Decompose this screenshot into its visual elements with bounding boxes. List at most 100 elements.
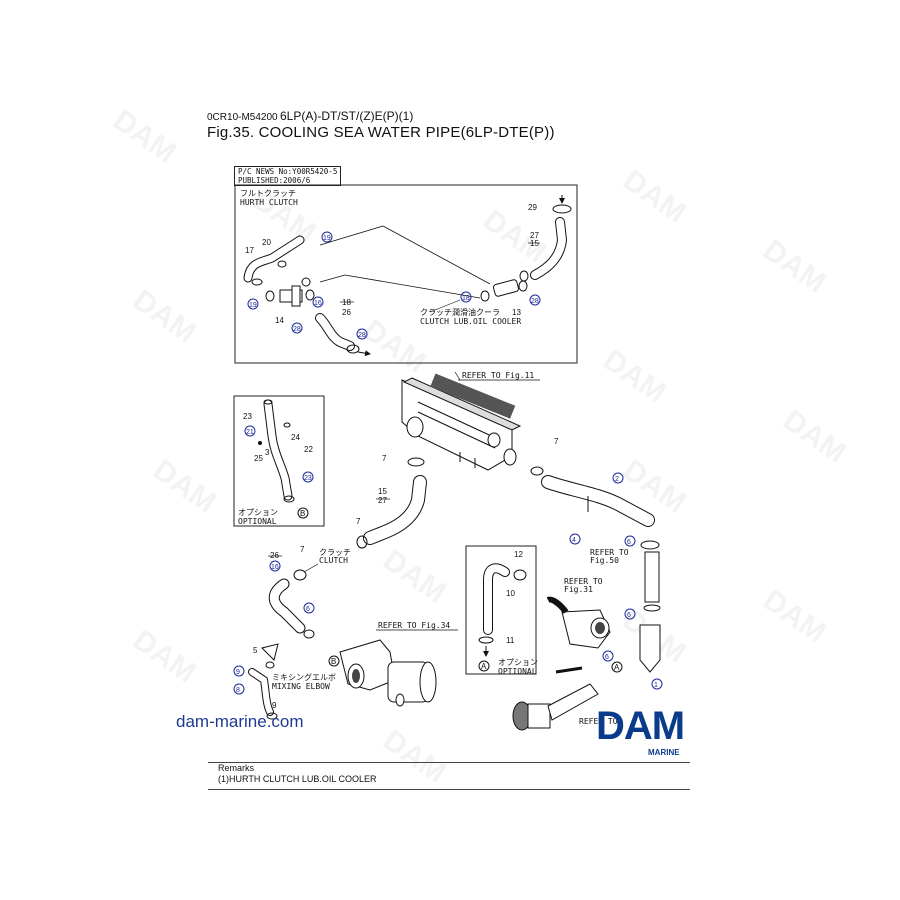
optional-en-label-right: OPTIONAL <box>498 667 537 676</box>
circled-28-c: 28 <box>529 294 541 306</box>
svg-text:6: 6 <box>605 654 609 661</box>
dam-logo-sub: MARINE <box>648 748 680 757</box>
part-3: 3 <box>265 448 270 457</box>
news-number: P/C NEWS No:Y00R5420-5 <box>238 167 338 176</box>
refer-fig50-b: Fig.50 <box>590 556 619 565</box>
svg-text:23: 23 <box>304 475 312 482</box>
circled-21: 21 <box>244 425 256 437</box>
circled-23: 23 <box>302 471 314 483</box>
svg-text:B: B <box>300 509 305 518</box>
clutch-en-label: CLUTCH <box>319 556 348 565</box>
refer-fig31-a: REFER TO <box>564 577 603 586</box>
remarks-line: (1)HURTH CLUTCH LUB.OIL COOLER <box>218 774 377 784</box>
part-25: 25 <box>254 454 263 463</box>
news-published: PUBLISHED:2006/6 <box>238 176 311 185</box>
circled-8: 8 <box>233 683 245 695</box>
part-7-d: 7 <box>300 545 305 554</box>
svg-text:B: B <box>331 657 336 666</box>
part-11: 11 <box>506 636 515 645</box>
part-26-main: 26 <box>270 551 279 560</box>
svg-text:4: 4 <box>572 537 576 544</box>
circled-6-c: 6 <box>602 650 614 662</box>
circled-28-a: 28 <box>291 322 303 334</box>
part-14: 14 <box>275 316 284 325</box>
hurth-jp-label: フルトクラッチ <box>240 189 296 198</box>
part-27-main: 27 <box>378 496 387 505</box>
circled-9: 9 <box>233 665 245 677</box>
svg-text:A: A <box>614 663 620 672</box>
hurth-en-label: HURTH CLUTCH <box>240 198 298 207</box>
cooler-jp-label: クラッチ潤滑油クーラ <box>420 307 500 317</box>
circled-4: 4 <box>569 533 581 545</box>
part-5: 5 <box>253 646 258 655</box>
cooler-en-label: CLUTCH LUB.OIL COOLER <box>420 317 521 326</box>
seawater-strainer <box>512 666 599 731</box>
svg-text:16: 16 <box>314 300 322 307</box>
part-26-top: 26 <box>342 308 351 317</box>
svg-text:2: 2 <box>615 476 619 483</box>
part-18-top: 18 <box>342 298 351 307</box>
hurth-clutch-panel <box>234 184 578 364</box>
circled-1: 1 <box>651 678 663 690</box>
part-13: 13 <box>512 308 521 317</box>
circled-2: 2 <box>612 472 624 484</box>
refer-bottom: REFER TO <box>579 717 618 726</box>
circled-18: 18 <box>460 291 472 303</box>
circled-16-top: 16 <box>312 296 324 308</box>
part-15-top: 15 <box>530 239 539 248</box>
marker-b-opt: B <box>297 507 309 519</box>
optional-jp-label-left: オプション <box>238 508 278 517</box>
part-9: 9 <box>272 701 277 710</box>
remarks-title: Remarks <box>218 763 255 773</box>
fitting-5 <box>261 643 279 661</box>
circled-6-a: 6 <box>624 535 636 547</box>
remarks-bottom-rule <box>208 789 690 790</box>
circled-6-d: 6 <box>303 602 315 614</box>
svg-text:28: 28 <box>293 326 301 333</box>
figure-title: Fig.35. COOLING SEA WATER PIPE(6LP-DTE(P… <box>207 124 555 141</box>
website-link[interactable]: dam-marine.com <box>176 712 304 731</box>
circled-28-b: 28 <box>356 328 368 340</box>
mixing-jp-label: ミキシングエルボ <box>272 672 336 682</box>
svg-text:A: A <box>481 662 487 671</box>
part-27-top: 27 <box>530 231 539 240</box>
part-7-b: 7 <box>356 517 361 526</box>
heat-exchanger <box>401 373 522 471</box>
dam-logo: DAM MARINE <box>596 704 685 757</box>
part-22: 22 <box>304 445 313 454</box>
svg-text:1: 1 <box>654 682 658 689</box>
svg-text:19: 19 <box>249 302 257 309</box>
part-29: 29 <box>528 203 537 212</box>
marker-a-main: A <box>611 661 623 673</box>
part-7-a: 7 <box>382 454 387 463</box>
svg-text:6: 6 <box>306 606 310 613</box>
part-15-main: 15 <box>378 487 387 496</box>
svg-text:19: 19 <box>323 235 331 242</box>
document-code: 0CR10-M54200 <box>207 112 278 123</box>
engine-model: 6LP(A)-DT/ST/(Z)E(P)(1) <box>280 109 414 123</box>
svg-text:16: 16 <box>271 564 279 571</box>
refer-fig11: REFER TO Fig.11 <box>462 371 534 380</box>
part-10: 10 <box>506 589 515 598</box>
clutch-jp-label: クラッチ <box>319 548 351 557</box>
dam-logo-text: DAM <box>596 704 685 748</box>
pipe-right <box>644 551 660 603</box>
part-24: 24 <box>291 433 300 442</box>
svg-text:28: 28 <box>531 298 539 305</box>
circled-16-main: 16 <box>269 560 281 572</box>
circled-19-b: 19 <box>247 298 259 310</box>
remarks: Remarks (1)HURTH CLUTCH LUB.OIL COOLER <box>218 763 377 785</box>
optional-left-panel <box>233 395 325 527</box>
marker-b-main: B <box>328 655 340 667</box>
svg-text:21: 21 <box>246 429 254 436</box>
svg-text:6: 6 <box>627 539 631 546</box>
svg-text:8: 8 <box>236 687 240 694</box>
refer-fig50-a: REFER TO <box>590 548 629 557</box>
remarks-top-rule <box>208 762 690 763</box>
part-23-opt: 23 <box>243 412 252 421</box>
circled-19-a: 19 <box>321 231 333 243</box>
mixing-elbow <box>339 639 437 707</box>
svg-text:9: 9 <box>236 669 240 676</box>
part-7-c: 7 <box>554 437 559 446</box>
